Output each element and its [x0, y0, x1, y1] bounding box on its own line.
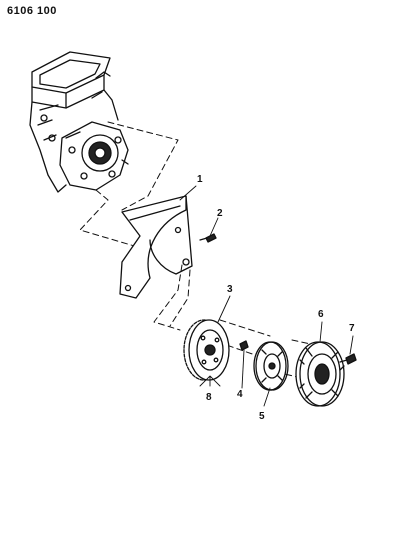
flywheel-part — [183, 319, 230, 381]
cover-bolt-part — [199, 233, 217, 243]
leader-lines — [179, 185, 354, 407]
callout-1: 1 — [197, 174, 203, 185]
pressure-bolt-part — [339, 353, 357, 365]
callout-8: 8 — [206, 392, 212, 403]
clutch-disc-part — [253, 341, 289, 391]
housing-cover — [119, 195, 193, 299]
callout-2: 2 — [217, 208, 223, 219]
callout-6: 6 — [318, 309, 324, 320]
callout-7: 7 — [349, 323, 355, 334]
callout-5: 5 — [259, 411, 265, 422]
engine-block — [29, 51, 129, 193]
callout-3: 3 — [227, 284, 233, 295]
pilot-bolt-part — [239, 340, 249, 351]
pressure-plate-part — [295, 341, 345, 407]
callout-4: 4 — [237, 389, 243, 400]
document-code: 6106 100 — [7, 5, 57, 17]
